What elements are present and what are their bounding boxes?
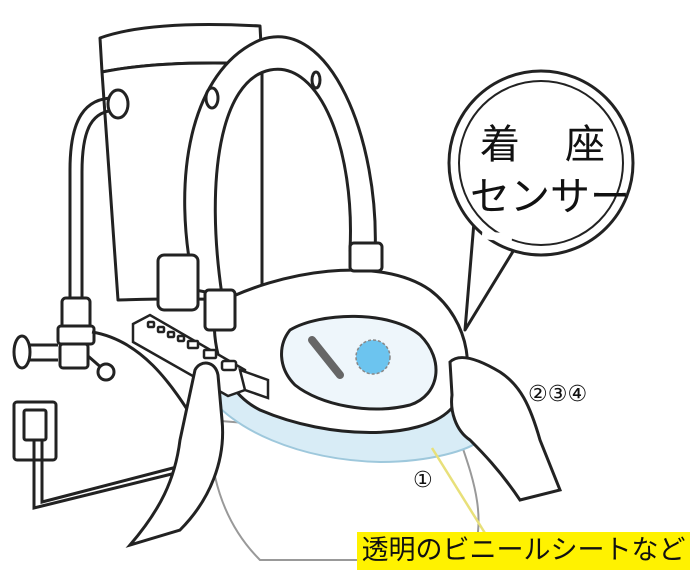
water-supply-hose — [12, 88, 202, 431]
left-hand — [125, 361, 225, 548]
caption-pointer-line — [430, 447, 490, 539]
sensor-beam — [308, 336, 344, 379]
right-hand — [448, 356, 563, 502]
toilet-lid — [156, 35, 384, 332]
callout-label-chaku: 着 — [480, 122, 520, 168]
step-one-label: ① — [413, 468, 433, 493]
seat-sensor-callout — [447, 69, 635, 332]
wall-outlet — [12, 400, 197, 510]
steps-label: ②③④ — [528, 382, 588, 407]
caption-label: 透明のビニールシートなど — [357, 532, 690, 570]
callout-label-sensor: センサー — [470, 174, 630, 220]
callout-label-za: 座 — [565, 122, 605, 168]
seat-sensor-glow — [355, 339, 391, 375]
